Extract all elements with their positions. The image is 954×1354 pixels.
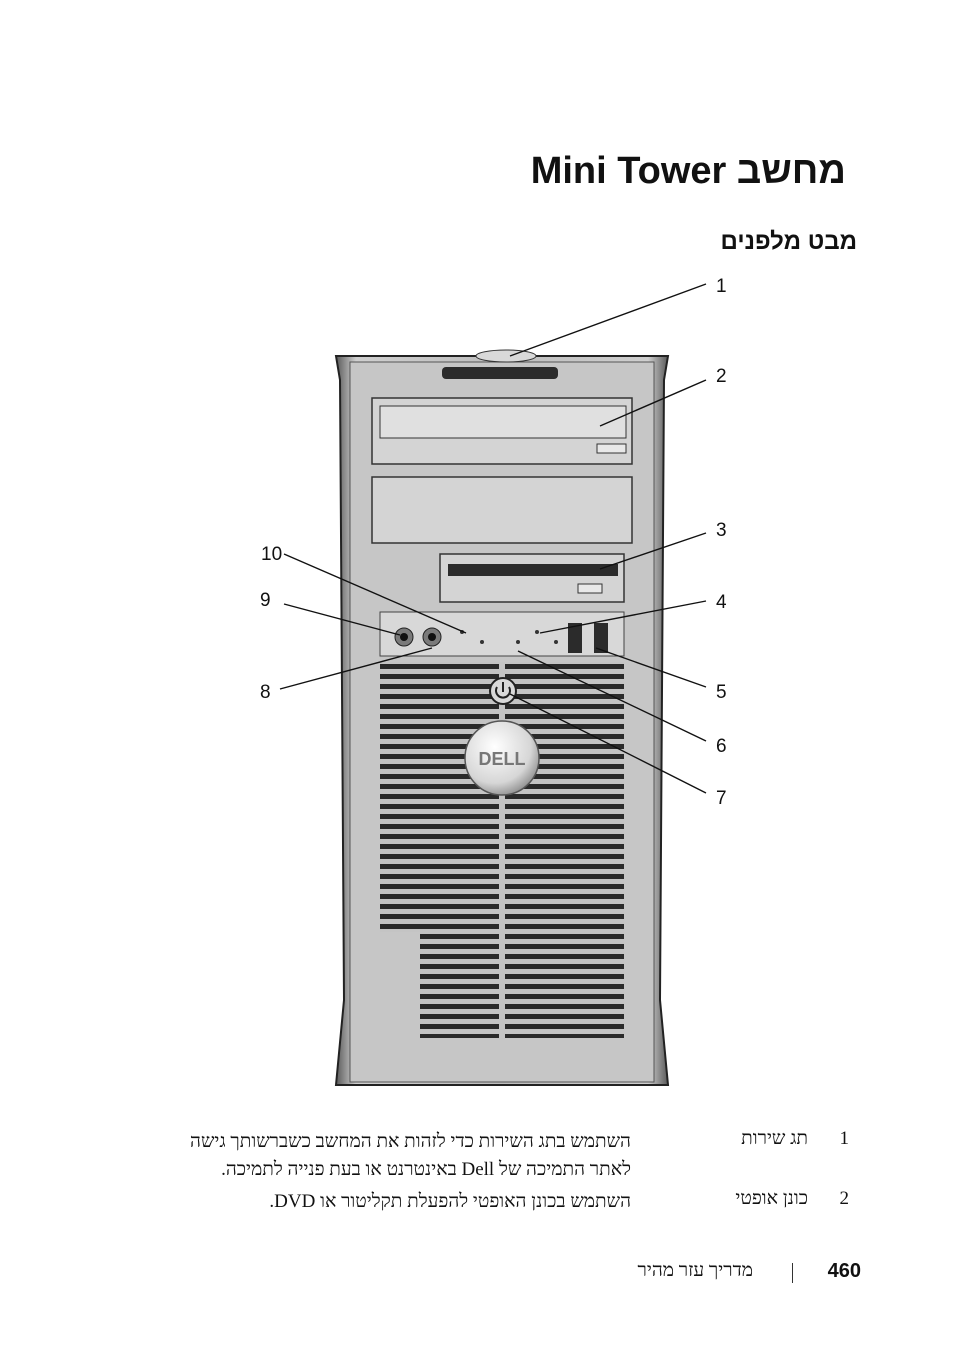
item-row: 2 כונן אופטי השתמש בכונן האופטי להפעלת ת… xyxy=(0,1188,954,1218)
callout-5: 5 xyxy=(716,682,727,703)
dell-logo: DELL xyxy=(464,720,540,796)
power-button[interactable] xyxy=(489,677,517,705)
page-number: 460 xyxy=(827,1260,861,1282)
callout-4: 4 xyxy=(716,592,727,613)
page-title: מחשב Mini Tower xyxy=(530,150,846,192)
footer-separator xyxy=(792,1263,793,1283)
item-term: כונן אופטי xyxy=(735,1188,808,1209)
callout-2: 2 xyxy=(716,366,727,387)
vent-grille xyxy=(380,662,624,1040)
item-description: השתמש בכונן האופטי להפעלת תקליטור או DVD… xyxy=(269,1191,631,1212)
callout-9: 9 xyxy=(260,590,271,611)
page-footer: 460 מדריך עזר מהיר xyxy=(638,1260,861,1283)
drive-bay-cover xyxy=(371,476,633,544)
callout-10: 10 xyxy=(261,544,282,565)
front-io-panel xyxy=(379,611,625,657)
optical-drive[interactable] xyxy=(371,397,633,465)
item-term: תג שירות xyxy=(741,1128,808,1149)
section-title: מבט מלפנים xyxy=(720,228,857,255)
callout-8: 8 xyxy=(260,682,271,703)
callout-1: 1 xyxy=(716,276,727,297)
callout-6: 6 xyxy=(716,736,727,757)
callout-numbers: 1 2 3 4 5 6 7 8 9 10 xyxy=(260,276,727,809)
footer-title: מדריך עזר מהיר xyxy=(637,1260,753,1281)
callout-3: 3 xyxy=(716,520,727,541)
item-number: 1 xyxy=(839,1128,850,1149)
item-description: השתמש בתג השירות כדי לזהות את המחשב כשבר… xyxy=(190,1131,631,1180)
callout-leaders xyxy=(279,283,707,794)
item-number: 2 xyxy=(839,1188,850,1209)
callout-7: 7 xyxy=(716,788,727,809)
service-tag xyxy=(442,349,558,379)
item-row: 1 תג שירות השתמש בתג השירות כדי לזהות את… xyxy=(0,1128,954,1188)
floppy-drive[interactable] xyxy=(439,553,625,603)
dell-logo-text: DELL xyxy=(479,749,526,769)
computer-front-diagram: DELL 1 2 3 4 5 6 7 8 9 10 xyxy=(260,276,727,1086)
